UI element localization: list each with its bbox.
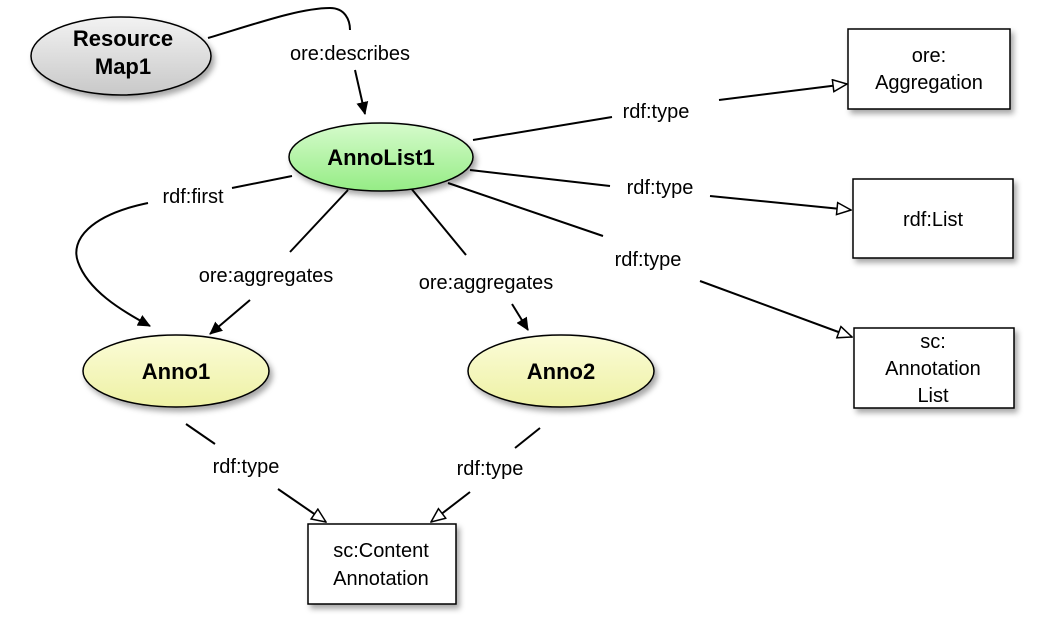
edge-first-b bbox=[75, 202, 151, 327]
annotation-list-line2: Annotation bbox=[885, 358, 981, 380]
node-anno1: Anno1 bbox=[82, 334, 270, 408]
edge-type-anno1-a bbox=[185, 423, 216, 445]
label-first: rdf:first bbox=[162, 186, 224, 208]
edge-type-annolist-b bbox=[699, 280, 852, 337]
edge-aggregates-anno1-b bbox=[209, 299, 251, 335]
resource-map-line2: Map1 bbox=[95, 54, 151, 79]
edge-type-anno2-b bbox=[431, 491, 471, 522]
edge-aggregates-anno1-a bbox=[289, 189, 349, 253]
label-aggregates-anno2: ore:aggregates bbox=[419, 272, 554, 294]
node-anno2: Anno2 bbox=[467, 334, 655, 408]
node-resource-map: Resource Map1 bbox=[30, 16, 212, 96]
label-type-anno2: rdf:type bbox=[457, 458, 524, 480]
edge-type-aggregation-b bbox=[718, 84, 847, 101]
edge-aggregates-anno2-b bbox=[511, 303, 529, 331]
label-describes: ore:describes bbox=[290, 43, 410, 65]
node-annolist: AnnoList1 bbox=[288, 122, 474, 192]
edge-type-list-b bbox=[709, 195, 851, 210]
label-type-aggregation: rdf:type bbox=[623, 101, 690, 123]
anno2-label: Anno2 bbox=[527, 359, 595, 384]
edge-type-aggregation-a bbox=[472, 116, 613, 141]
edge-type-anno2-a bbox=[514, 427, 541, 449]
content-annotation-line2: Annotation bbox=[333, 568, 429, 590]
label-type-list: rdf:type bbox=[627, 177, 694, 199]
node-annotation-list: sc: Annotation List bbox=[853, 327, 1015, 409]
node-aggregation: ore: Aggregation bbox=[847, 28, 1011, 110]
edge-describes-arrow bbox=[354, 69, 369, 115]
edges: ore:describes rdf:type rdf:type rdf:type… bbox=[75, 6, 852, 522]
edge-first-a bbox=[231, 175, 293, 189]
aggregation-line2: Aggregation bbox=[875, 72, 983, 94]
annotation-list-line1: sc: bbox=[920, 331, 946, 353]
edge-type-anno1-b bbox=[277, 488, 326, 522]
edge-type-annolist-a bbox=[447, 182, 604, 237]
rdf-list-label: rdf:List bbox=[903, 209, 963, 231]
resource-map-line1: Resource bbox=[73, 26, 173, 51]
annotation-list-line3: List bbox=[917, 385, 949, 407]
edge-type-list-a bbox=[469, 169, 611, 187]
content-annotation-line1: sc:Content bbox=[333, 540, 429, 562]
aggregation-line1: ore: bbox=[912, 45, 946, 67]
edge-describes bbox=[207, 6, 351, 39]
anno1-label: Anno1 bbox=[142, 359, 210, 384]
node-rdf-list: rdf:List bbox=[852, 178, 1014, 259]
label-type-annolist: rdf:type bbox=[615, 249, 682, 271]
annolist-label: AnnoList1 bbox=[327, 145, 435, 170]
label-type-anno1: rdf:type bbox=[213, 456, 280, 478]
label-aggregates-anno1: ore:aggregates bbox=[199, 265, 334, 287]
edge-aggregates-anno2-a bbox=[409, 186, 467, 256]
node-content-annotation: sc:Content Annotation bbox=[307, 523, 457, 605]
